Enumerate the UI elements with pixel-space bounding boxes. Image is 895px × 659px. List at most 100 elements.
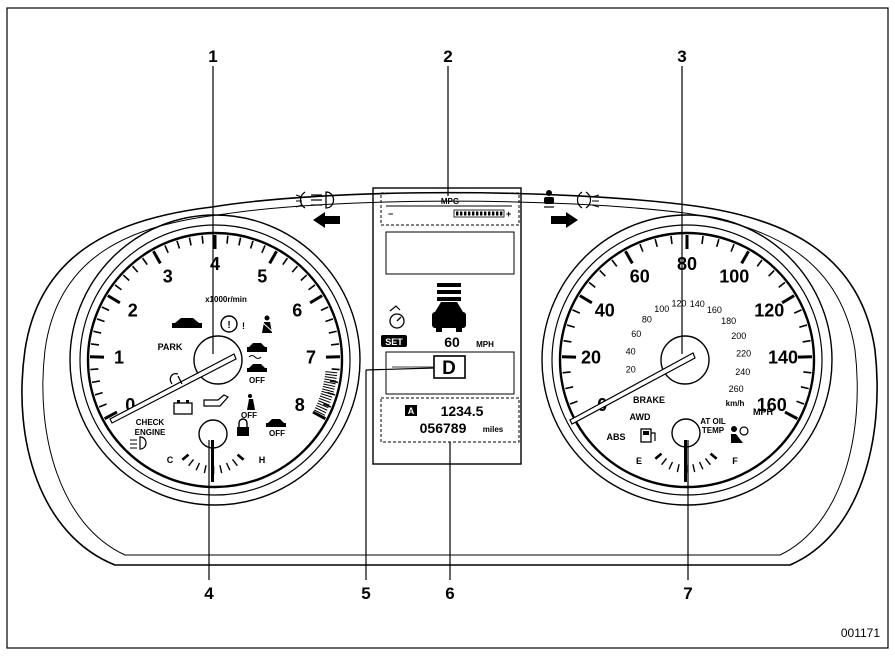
- callout-5: 5: [361, 584, 370, 603]
- speedometer-kmh-label: 240: [735, 367, 750, 377]
- speedometer-kmh-label: 140: [690, 299, 705, 309]
- speedometer-tick: [769, 270, 775, 276]
- small-gauge-tick: [182, 455, 188, 460]
- set-badge-label: SET: [385, 337, 403, 347]
- mpg-bar-segment: [468, 212, 470, 216]
- oil-pressure-icon: [204, 395, 228, 406]
- tachometer-scale-label: 3: [163, 266, 173, 286]
- mpg-bar-graph: [454, 210, 504, 217]
- tachometer-tick: [332, 369, 340, 370]
- tachometer-tick: [92, 381, 100, 382]
- temp-cold-label: C: [167, 455, 174, 465]
- center-display-panel: MPG − + SET 60 MPH D A 1234.: [373, 188, 521, 464]
- awd-warning-label: AWD: [630, 412, 651, 422]
- speedometer-kmh-label: 80: [642, 314, 652, 324]
- tachometer-scale-label: 1: [114, 347, 124, 367]
- tachometer-scale-label: 5: [257, 266, 267, 286]
- tachometer-tick: [321, 307, 328, 310]
- tachometer-tick: [143, 258, 148, 265]
- tachometer-tick: [331, 344, 339, 345]
- traction-off-label: OFF: [269, 429, 285, 438]
- tachometer-tick: [262, 245, 265, 252]
- small-gauge-tick: [700, 462, 703, 469]
- small-gauge-tick: [693, 464, 695, 472]
- mpg-bar-segment: [456, 212, 458, 216]
- small-gauge-tick: [711, 454, 717, 459]
- figure-id: 001171: [841, 626, 880, 640]
- callout-4: 4: [204, 584, 214, 603]
- tachometer-tick: [325, 319, 333, 322]
- speedometer-kmh-label: 60: [631, 329, 641, 339]
- small-gauge-tick: [669, 462, 672, 469]
- mpg-bar-segment: [464, 212, 466, 216]
- tachometer-tick: [251, 241, 253, 249]
- mph-unit-label: MPH: [753, 407, 773, 417]
- tachometer-scale-label: 7: [306, 347, 316, 367]
- speedometer-tick: [757, 260, 762, 266]
- small-gauge-tick: [196, 463, 199, 470]
- red-zone-segment: [315, 408, 326, 413]
- speedometer-tick: [671, 236, 672, 244]
- trip-meter-value: 1234.5: [441, 403, 484, 419]
- speedometer-mph-label: 140: [768, 347, 798, 367]
- left-turn-signal-icon: [313, 212, 340, 228]
- mpg-bar-segment: [484, 212, 486, 216]
- mpg-bar-segment: [492, 212, 494, 216]
- airbag-warning-icon: [731, 426, 748, 443]
- small-gauge-tick: [220, 465, 222, 473]
- vehicle-dynamics-icon: [172, 318, 202, 328]
- low-fuel-icon: [641, 429, 655, 442]
- park-brake-label: PARK: [158, 342, 183, 352]
- tachometer-tick: [108, 296, 120, 303]
- small-gauge-tick: [655, 454, 661, 459]
- vdc-warning-icon: [247, 343, 267, 359]
- headlight-leveling-icon: [130, 437, 146, 449]
- speedometer-tick: [625, 251, 632, 263]
- mpg-bar-segment: [476, 212, 478, 216]
- speedometer-mph-label: 20: [581, 347, 601, 367]
- speedometer-mph-label: 80: [677, 254, 697, 274]
- speedometer-tick: [801, 387, 809, 389]
- speedometer-tick: [565, 387, 573, 389]
- small-gauge-tick: [232, 459, 237, 465]
- rear-fog-light-icon: [578, 192, 600, 208]
- seatbelt-passenger-icon: [544, 190, 554, 207]
- tachometer-tick: [270, 251, 277, 263]
- tachometer-tick: [93, 331, 101, 333]
- small-gauge-tick: [204, 465, 206, 473]
- speedometer-kmh-label: 160: [707, 305, 722, 315]
- tachometer-scale-label: 6: [292, 301, 302, 321]
- odometer-value: 056789: [420, 420, 467, 436]
- speedometer-mph-label: 40: [595, 301, 615, 321]
- speedometer-tick: [572, 310, 579, 313]
- svg-text:!: !: [227, 320, 230, 331]
- mpg-plus: +: [506, 209, 511, 219]
- svg-text:!: !: [242, 321, 245, 331]
- fuel-gauge-needle: [684, 440, 687, 482]
- mpg-bar-segment: [500, 212, 502, 216]
- speedometer-tick: [580, 296, 592, 303]
- tachometer-tick: [95, 393, 103, 395]
- at-oil-temp-label-line1: AT OIL: [700, 417, 726, 426]
- at-oil-temp-label-line2: TEMP: [702, 426, 725, 435]
- temp-hot-label: H: [259, 455, 266, 465]
- speedometer-kmh-label: 20: [626, 365, 636, 375]
- tachometer-tick: [309, 285, 315, 290]
- small-gauge-tick: [705, 458, 710, 464]
- tachometer-tick: [227, 236, 228, 244]
- right-turn-signal-icon: [551, 212, 578, 228]
- tachometer-tick: [123, 275, 129, 280]
- speedometer-tick: [702, 236, 703, 244]
- speedometer-tick: [779, 282, 785, 287]
- vehicle-distance-icon: [432, 283, 466, 332]
- callout-1: 1: [208, 47, 217, 66]
- mpg-label: MPG: [441, 197, 459, 206]
- speedometer-tick: [563, 372, 571, 373]
- tachometer-tick: [99, 404, 106, 407]
- tachometer-scale-label: 8: [295, 395, 305, 415]
- abs-warning-label: ABS: [606, 432, 625, 442]
- tachometer-tick: [329, 331, 337, 333]
- mpg-bar-segment: [496, 212, 498, 216]
